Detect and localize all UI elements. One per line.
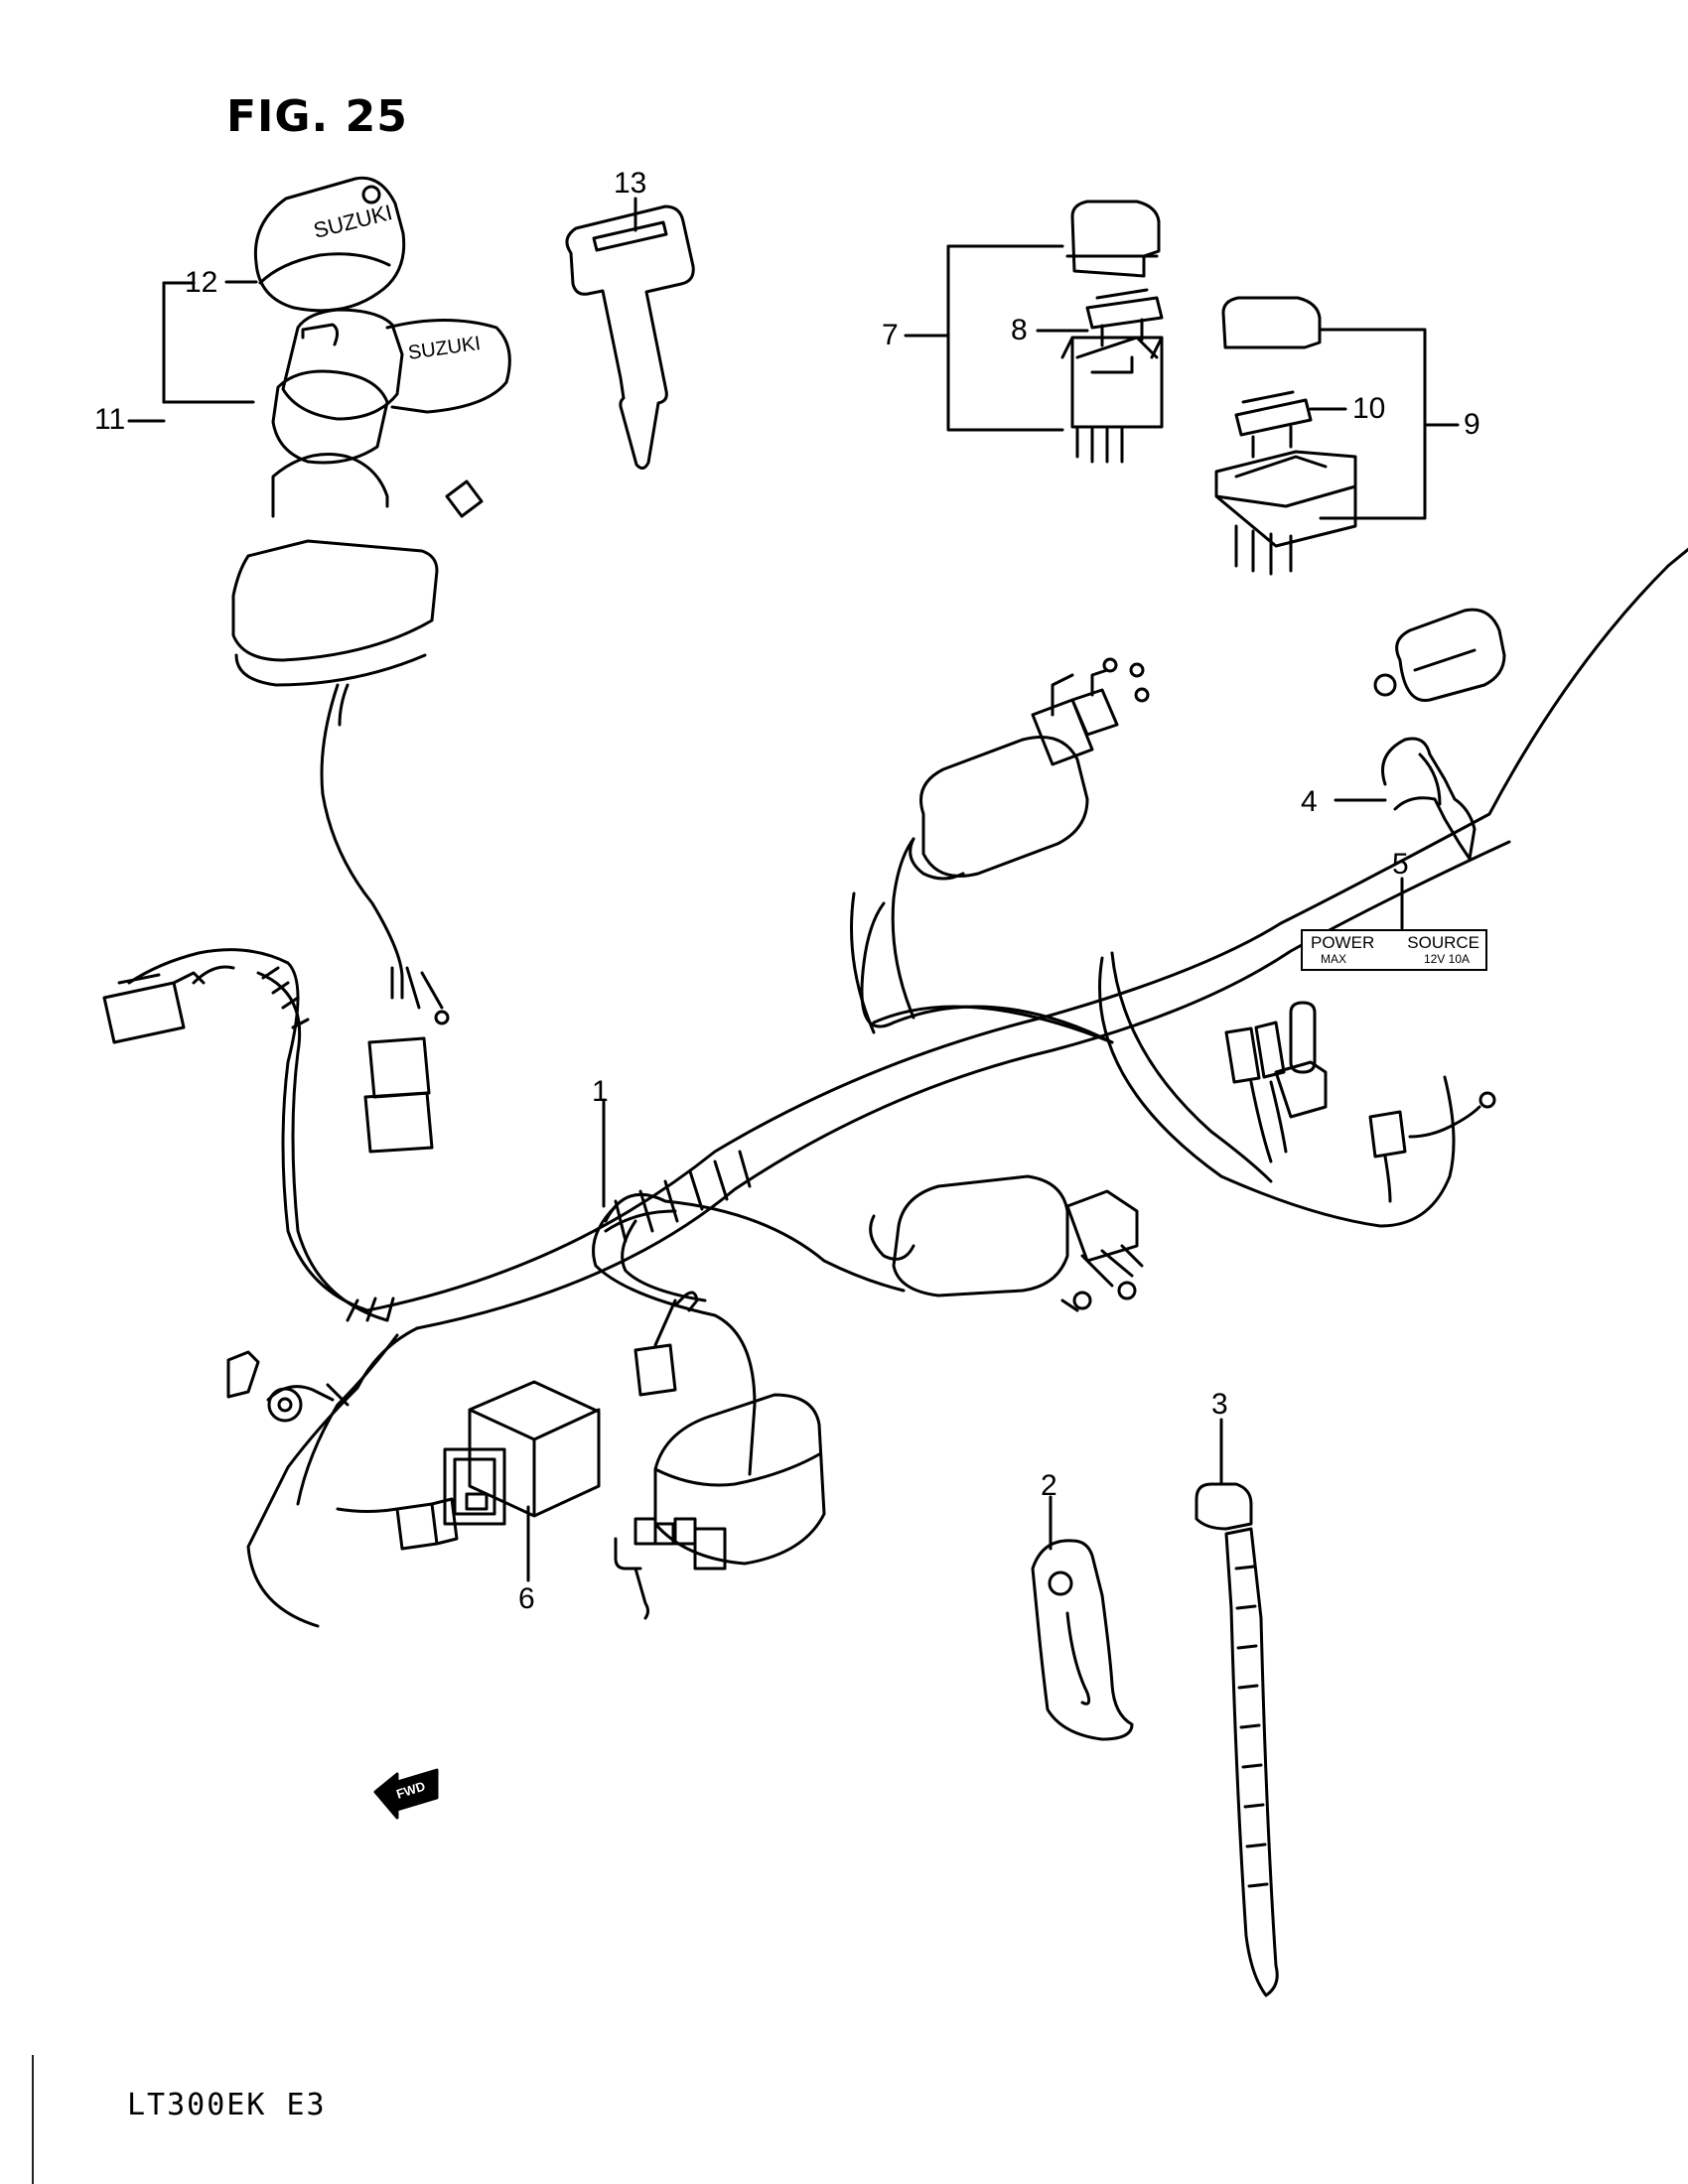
switch-lead — [320, 683, 404, 1000]
callout-12: 12 — [185, 266, 218, 299]
callout-5: 5 — [1392, 848, 1409, 881]
label-rating: 12V 10A — [1423, 952, 1470, 966]
bracket-7 — [946, 244, 1064, 432]
page-edge-rule — [32, 2055, 34, 2184]
coupler-boot-middle — [869, 1174, 1144, 1312]
connector-left-upper — [102, 971, 206, 1044]
callout-1: 1 — [592, 1075, 609, 1108]
fwd-arrow-icon — [373, 1768, 439, 1820]
coupler-boot-upper — [909, 657, 1150, 881]
callout-2: 2 — [1041, 1469, 1057, 1502]
fuse-10 — [1234, 390, 1313, 459]
plug-top-right — [1373, 608, 1506, 702]
callout-6: 6 — [518, 1582, 535, 1615]
cable-tie — [1195, 1482, 1279, 1997]
harness-clamp — [1381, 737, 1477, 861]
main-harness — [127, 547, 1688, 1628]
ignition-switch — [231, 308, 511, 727]
relay-7 — [1060, 200, 1164, 464]
callout-3: 3 — [1211, 1388, 1228, 1421]
callout-7: 7 — [882, 319, 899, 351]
relay-9 — [1214, 296, 1357, 576]
regulator-unit — [443, 1380, 601, 1526]
callout-4: 4 — [1301, 785, 1318, 818]
model-footer: LT300EK E3 — [127, 2088, 327, 2122]
cap-brand-mark: SUZUKI — [311, 200, 394, 243]
callout-13: 13 — [614, 167, 647, 200]
terminal-boot — [226, 1350, 260, 1399]
figure-title: FIG. 25 — [226, 91, 408, 142]
ignition-key — [565, 205, 695, 470]
label-source: SOURCE — [1407, 933, 1479, 952]
bracket-11b — [162, 281, 255, 404]
label-power: POWER — [1311, 933, 1375, 952]
callout-10: 10 — [1352, 392, 1386, 425]
ignition-cap — [253, 176, 406, 313]
bracket-11 — [162, 281, 196, 404]
power-source-label: POWER SOURCE MAX 12V 10A — [1301, 929, 1487, 971]
switch-coupler — [363, 1036, 434, 1154]
fuse-8 — [1085, 288, 1164, 347]
connector-center-small — [633, 1343, 677, 1397]
coupler-boot-lower — [614, 1393, 826, 1620]
callout-11: 11 — [94, 403, 126, 436]
switch-brand-mark: SUZUKI — [407, 333, 483, 364]
label-max: MAX — [1321, 952, 1347, 966]
harness-stay — [1031, 1539, 1134, 1741]
callout-8: 8 — [1011, 314, 1028, 346]
connector-cluster-right — [1224, 1001, 1496, 1203]
callout-9: 9 — [1464, 408, 1480, 441]
